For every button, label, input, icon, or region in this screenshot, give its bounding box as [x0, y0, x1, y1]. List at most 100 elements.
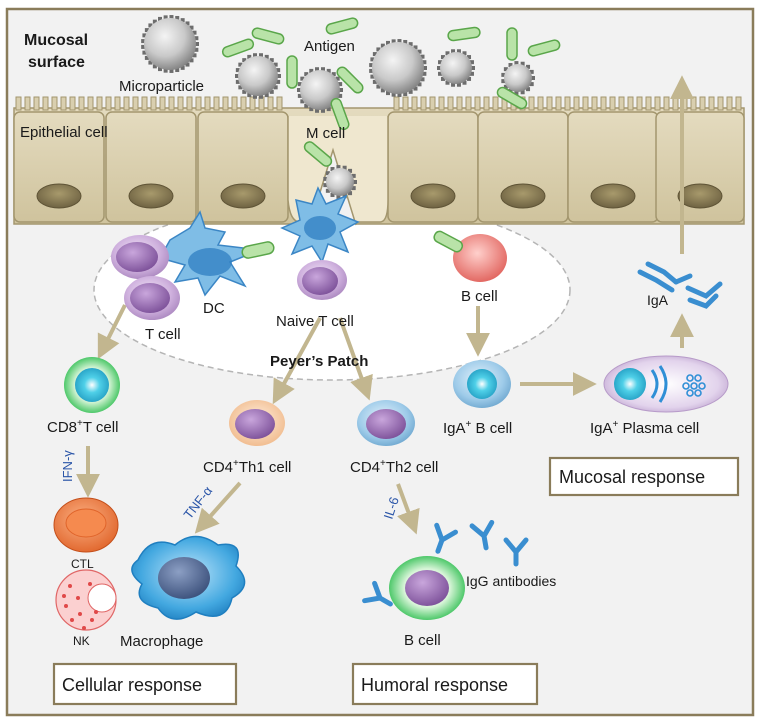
- microvillus: [177, 96, 184, 111]
- particle-spike: [315, 108, 320, 113]
- nk-granule: [64, 604, 68, 608]
- antigen-rod: [527, 39, 561, 57]
- particle-spike: [369, 63, 374, 68]
- particle-spike: [180, 65, 185, 70]
- particle-spike: [423, 66, 427, 70]
- particle-spike: [380, 43, 385, 48]
- particle-spike: [258, 53, 263, 58]
- arrow-naive-th2: [338, 317, 373, 401]
- particle-spike: [144, 28, 149, 33]
- cd8-t-cell: [64, 357, 120, 413]
- particle-spike: [330, 192, 335, 197]
- particle-spike: [397, 39, 402, 44]
- epithelial-cell: [13, 111, 105, 223]
- particle-spike: [403, 92, 408, 97]
- microparticles: [141, 15, 535, 199]
- t-cell-upper: [111, 235, 169, 279]
- microparticle: [323, 165, 357, 199]
- particle-spike: [325, 171, 330, 176]
- microvillus: [150, 96, 157, 111]
- microvillus: [114, 96, 121, 111]
- particle-spike: [330, 167, 335, 172]
- particle-spike: [422, 71, 427, 76]
- particle-spike: [163, 15, 168, 20]
- particle-spike: [247, 93, 252, 98]
- microvillus: [96, 96, 103, 111]
- ctl-cell: [53, 497, 119, 553]
- particle-spike: [148, 60, 153, 65]
- particle-spike: [471, 66, 475, 70]
- igg-antibody: [503, 537, 529, 567]
- particle-spike: [264, 54, 269, 59]
- label-antigen: Antigen: [304, 38, 355, 55]
- particle-spike: [445, 51, 450, 56]
- microvillus: [636, 96, 643, 111]
- microvillus: [447, 96, 454, 111]
- nk-granule: [62, 594, 66, 598]
- particle-spike: [326, 107, 331, 112]
- microvillus: [15, 96, 22, 111]
- antigens: [221, 17, 561, 167]
- particle-body: [326, 168, 354, 196]
- particle-spike: [258, 94, 263, 99]
- microvillus: [627, 96, 634, 111]
- particle-spike: [348, 168, 353, 173]
- igg-antibody-shape: [362, 580, 393, 607]
- particle-spike: [180, 18, 185, 23]
- antigen-rod: [330, 97, 350, 131]
- microvillus: [204, 96, 211, 111]
- particle-spike: [315, 67, 320, 72]
- microvillus: [429, 96, 436, 111]
- particle-spike: [338, 82, 343, 87]
- particle-spike: [323, 183, 328, 188]
- microvillus: [411, 96, 418, 111]
- iga-plasma-cell: [603, 355, 729, 413]
- particle-spike: [338, 93, 343, 98]
- particle-spike: [403, 39, 408, 44]
- particle-spike: [370, 74, 375, 79]
- nk-granule: [90, 618, 94, 622]
- particle-spike: [163, 68, 168, 73]
- nk-granule: [68, 584, 72, 588]
- flow-arrows: [76, 75, 694, 535]
- microvillus: [123, 96, 130, 111]
- particle-spike: [376, 47, 381, 52]
- label-mucosal-surface-1: Mucosal: [24, 32, 88, 49]
- microvillus: [582, 96, 589, 111]
- particle-spike: [514, 90, 519, 95]
- b-cell-patch: [433, 230, 507, 282]
- microvillus: [537, 96, 544, 111]
- particle-spike: [238, 85, 243, 90]
- microvillus: [726, 96, 733, 111]
- microvillus: [258, 96, 265, 111]
- antigen-rod: [286, 55, 298, 89]
- label-ctl: CTL: [71, 557, 94, 571]
- particle-spike: [152, 64, 157, 69]
- microvillus: [168, 96, 175, 111]
- arrow-th1-macrophage: [194, 481, 242, 534]
- particle-spike: [158, 67, 163, 72]
- particle-spike: [526, 87, 531, 92]
- particle-spike: [192, 53, 197, 58]
- label-igg-antibodies: IgG antibodies: [466, 573, 556, 589]
- particle-body: [144, 18, 196, 70]
- particle-spike: [370, 57, 375, 62]
- particle-spike: [242, 58, 247, 63]
- particle-spike: [304, 72, 309, 77]
- microvillus: [105, 96, 112, 111]
- label-iga-b-cell: IgA+ B cell: [443, 419, 512, 437]
- particle-spike: [142, 50, 147, 55]
- igg-antibody-shape: [469, 519, 495, 551]
- particle-spike: [503, 84, 508, 89]
- particle-spike: [320, 67, 325, 72]
- cd4-th2-cell: [357, 400, 415, 446]
- particle-spike: [445, 80, 450, 85]
- microvillus: [699, 96, 706, 111]
- particle-spike: [380, 88, 385, 93]
- label-dc: DC: [203, 300, 225, 317]
- t-cell: [124, 276, 180, 320]
- epithelial-nucleus: [128, 183, 174, 209]
- particle-spike: [323, 176, 328, 181]
- particle-spike: [185, 21, 190, 26]
